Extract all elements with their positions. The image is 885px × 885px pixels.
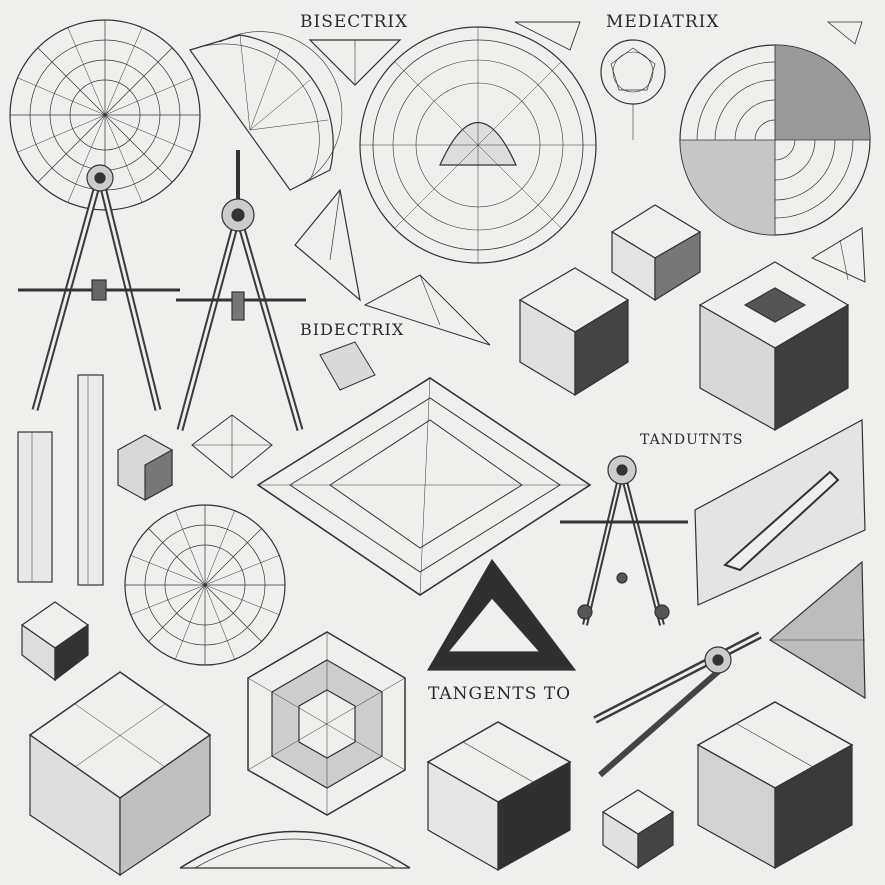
cube-large-left <box>28 671 212 877</box>
cube-small-left <box>20 601 90 682</box>
compass-left <box>18 164 180 411</box>
cube-hollow-right <box>698 261 850 432</box>
small-circle-top <box>600 39 666 105</box>
triangle-nested <box>426 558 577 671</box>
pencil-compass-diagonal <box>593 631 762 778</box>
folded-triangle <box>363 274 491 346</box>
label-bidectrix: BIDECTRIX <box>300 320 405 339</box>
fan-segment <box>189 31 343 191</box>
radial-protractor-top-left <box>9 19 201 211</box>
concentric-disk-top-right <box>679 44 871 236</box>
cube-lower-right <box>696 701 854 870</box>
radial-circle-lower-left <box>124 504 286 666</box>
triangle-pyramid <box>294 188 361 302</box>
small-rock-shape <box>319 341 376 391</box>
ruler-vertical-middle <box>77 374 104 586</box>
compass-middle <box>176 150 306 431</box>
central-bowl-circle <box>359 26 597 264</box>
cube-lower-center <box>426 721 572 872</box>
cube-small-top <box>610 204 702 302</box>
arc-ruler-bottom <box>179 830 411 869</box>
label-tangents-to: TANGENTS TO <box>428 684 572 704</box>
cube-tiny-lower <box>601 789 675 870</box>
hexagon-large <box>247 631 406 816</box>
small-triangle-top <box>514 21 581 51</box>
compass-right <box>560 455 688 626</box>
label-bisectrix: BISECTRIX <box>300 12 409 32</box>
label-tandutnts: TANDUTNTS <box>640 432 744 448</box>
cube-medium-center <box>518 267 630 397</box>
label-mediatrix: MEDIATRIX <box>606 12 720 32</box>
rhombus-frame-center <box>256 377 592 596</box>
set-square-right <box>694 419 866 606</box>
triangle-prism-right <box>768 560 866 700</box>
hexagon-small <box>117 434 173 502</box>
ruler-vertical-left <box>17 431 53 583</box>
